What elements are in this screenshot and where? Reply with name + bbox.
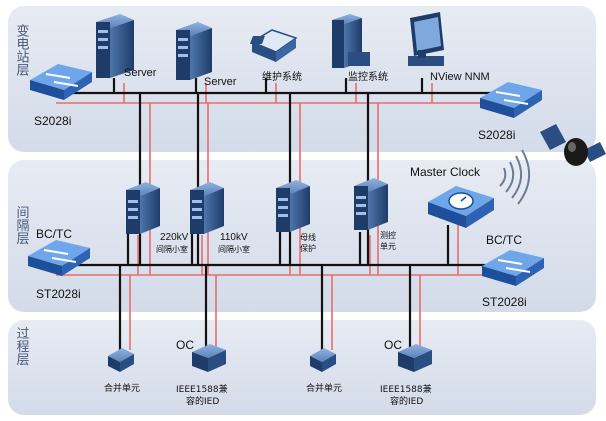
server-1-label: Server (124, 67, 157, 79)
switch-st2028i-left[interactable] (28, 240, 90, 276)
measure-label-2: 单元 (380, 241, 396, 251)
merging-unit-1-label: 合并单元 (104, 382, 140, 394)
merging-unit-1-icon[interactable] (108, 348, 134, 372)
measure-control-server-icon[interactable] (354, 178, 388, 230)
bay-220kv-label-1: 220kV (160, 232, 189, 243)
oc-right-label: OC (384, 338, 402, 352)
maintenance-system-label: 维护系统 (262, 70, 302, 83)
master-clock-icon[interactable] (428, 186, 494, 228)
ied-2-label-2: 容的IED (390, 395, 423, 407)
merging-unit-2-icon[interactable] (310, 348, 336, 372)
monitoring-system-label: 监控系统 (348, 70, 388, 83)
oc-left-label: OC (176, 338, 194, 352)
switch-s2028i-left[interactable] (30, 64, 92, 100)
ied-1-label-2: 容的IED (186, 395, 219, 407)
wireless-signal-icon (499, 149, 530, 205)
bay-server-110kv-icon[interactable] (190, 182, 224, 234)
ieee1588-ied-2-icon[interactable] (398, 344, 432, 372)
switch-st2028i-right[interactable] (482, 250, 544, 286)
bay-220kv-label-2: 间隔小室 (156, 244, 188, 254)
server-2-label: Server (204, 76, 237, 88)
nview-nnm-label: NView NNM (430, 71, 490, 83)
switch-s2028i-left-label: S2028i (34, 114, 71, 128)
server-2-icon[interactable] (176, 22, 212, 80)
station-layer-panel (8, 6, 596, 152)
nview-monitor-icon[interactable] (408, 12, 444, 66)
measure-label-1: 测控 (380, 230, 396, 240)
satellite-icon (540, 124, 606, 166)
bctc-left-label: BC/TC (36, 227, 72, 241)
ied-2-label-1: IEEE1588兼 (380, 383, 432, 395)
station-layer-label: 变电站层 (15, 23, 30, 77)
maintenance-console-icon[interactable] (249, 29, 298, 62)
merging-unit-2-label: 合并单元 (306, 382, 342, 394)
ied-1-label-1: IEEE1588兼 (176, 383, 228, 395)
bay-110kv-label-1: 110kV (220, 232, 248, 243)
monitoring-pc-icon[interactable] (332, 14, 370, 68)
process-layer-panel (8, 320, 596, 415)
bay-layer-label: 间隔层 (15, 206, 30, 246)
master-clock-label: Master Clock (410, 165, 481, 179)
server-1-icon[interactable] (96, 14, 134, 78)
ieee1588-ied-1-icon[interactable] (192, 344, 226, 372)
busbar-label-2: 保护 (300, 243, 316, 253)
bay-110kv-label-2: 间隔小室 (218, 244, 250, 254)
busbar-label-1: 母线 (300, 232, 316, 242)
bay-server-220kv-icon[interactable] (126, 182, 160, 234)
switch-st2028i-left-label: ST2028i (36, 287, 81, 301)
network-buses (60, 78, 500, 350)
busbar-protection-server-icon[interactable] (276, 180, 310, 232)
bctc-right-label: BC/TC (486, 233, 522, 247)
switch-s2028i-right-label: S2028i (478, 128, 515, 142)
switch-s2028i-right[interactable] (480, 82, 542, 118)
switch-st2028i-right-label: ST2028i (482, 295, 527, 309)
process-layer-label: 过程层 (15, 327, 30, 367)
